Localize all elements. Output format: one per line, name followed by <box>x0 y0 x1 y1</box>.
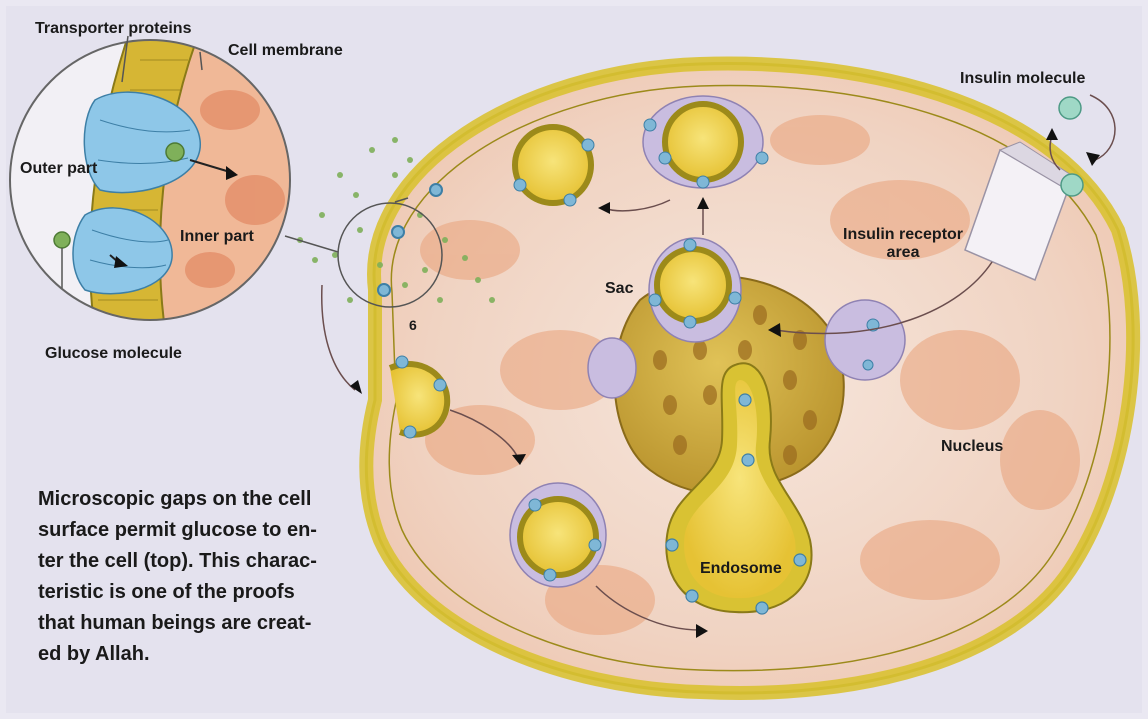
label-glucose-molecule: Glucose molecule <box>45 345 182 363</box>
gap-connector-line <box>285 236 338 252</box>
vesicle-middle <box>649 238 741 342</box>
vesicle-bottom <box>510 483 606 587</box>
label-endosome: Endosome <box>700 560 782 578</box>
label-sac: Sac <box>605 280 633 298</box>
label-inner-part: Inner part <box>180 228 254 246</box>
insulin-molecules <box>1059 97 1083 196</box>
label-cell-membrane: Cell membrane <box>228 42 343 60</box>
label-insulin-molecule: Insulin molecule <box>960 70 1085 88</box>
figure-caption: Microscopic gaps on the cell surface per… <box>38 484 358 670</box>
label-outer-part: Outer part <box>20 160 97 178</box>
label-nucleus: Nucleus <box>941 438 1003 456</box>
label-insulin-receptor-area: Insulin receptor area <box>843 226 963 263</box>
label-transporter-proteins: Transporter proteins <box>35 20 191 38</box>
label-number-six: 6 <box>409 317 417 333</box>
zoom-inset <box>0 30 300 330</box>
